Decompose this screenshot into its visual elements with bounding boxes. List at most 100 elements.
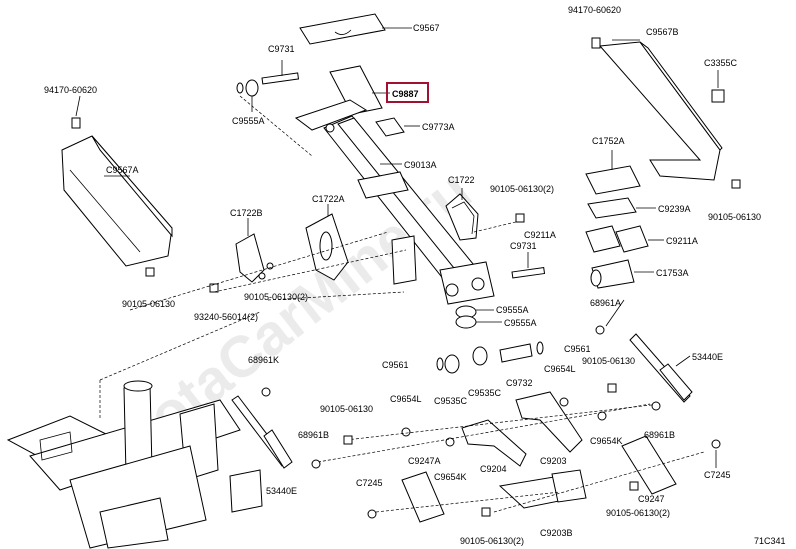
label-c1722[interactable]: C1722 — [448, 175, 475, 185]
label-c9567a[interactable]: C9567A — [106, 165, 139, 175]
label-90105-right2[interactable]: 90105-06130(2) — [490, 184, 554, 194]
bolt-c9654l[interactable] — [401, 397, 569, 437]
label-c9247a[interactable]: C9247A — [408, 456, 441, 466]
part-c9535c-2[interactable] — [472, 346, 488, 366]
part-c1753a[interactable] — [590, 259, 635, 289]
bolt-93240[interactable] — [209, 283, 219, 293]
bolt-68961b-right[interactable] — [651, 401, 661, 411]
part-c9731-mid[interactable] — [511, 266, 546, 279]
part-c1722a[interactable] — [305, 213, 349, 281]
part-c9211a-1[interactable] — [585, 225, 621, 253]
label-90105-l2[interactable]: 90105-06130 — [320, 404, 373, 414]
label-c9731-mid[interactable]: C9731 — [510, 241, 537, 251]
part-53440e-right[interactable] — [629, 333, 693, 403]
part-c9535c-1[interactable] — [444, 354, 460, 374]
label-68961b-right[interactable]: 68961B — [644, 430, 675, 440]
part-c9555a-top[interactable] — [236, 79, 259, 97]
label-c9654k-l[interactable]: C9654K — [434, 472, 467, 482]
label-c9654l-l[interactable]: C9654L — [390, 394, 422, 404]
part-c9887[interactable] — [329, 65, 383, 115]
label-c9204[interactable]: C9204 — [480, 464, 507, 474]
label-68961b-left[interactable]: 68961B — [298, 430, 329, 440]
label-c9567[interactable]: C9567 — [413, 23, 440, 33]
part-c9203[interactable] — [515, 391, 583, 453]
part-c1722[interactable] — [445, 193, 479, 241]
bolt-90105-r3[interactable] — [607, 383, 617, 393]
part-c9211a-2[interactable] — [615, 225, 649, 253]
part-c9567a[interactable] — [61, 135, 173, 267]
label-c1722a[interactable]: C1722A — [312, 194, 345, 204]
label-c9731-top[interactable]: C9731 — [268, 44, 295, 54]
label-c9555a-b2[interactable]: C9555A — [504, 318, 537, 328]
label-c1722b[interactable]: C1722B — [230, 208, 263, 218]
bolt-90105-b[interactable] — [481, 481, 639, 517]
label-93240[interactable]: 93240-56014(2) — [194, 312, 258, 322]
label-c9773a[interactable]: C9773A — [422, 122, 455, 132]
label-c3355c[interactable]: C3355C — [704, 58, 738, 68]
label-90105-mid[interactable]: 90105-06130(2) — [244, 292, 308, 302]
bolt-94170-left[interactable] — [71, 117, 81, 129]
bolt-68961b-left[interactable] — [311, 459, 321, 469]
label-c9561-left[interactable]: C9561 — [382, 360, 409, 370]
part-53440e-left[interactable] — [231, 395, 293, 469]
bolt-c9654k[interactable] — [445, 411, 607, 447]
part-c9561-left[interactable] — [436, 357, 444, 371]
label-90105-b2[interactable]: 90105-06130(2) — [606, 508, 670, 518]
label-c9247[interactable]: C9247 — [638, 494, 665, 504]
label-c9555a-top[interactable]: C9555A — [232, 116, 265, 126]
label-c9013a[interactable]: C9013A — [404, 160, 437, 170]
part-c1752a[interactable] — [585, 165, 641, 195]
label-53440e-right[interactable]: 53440E — [692, 352, 723, 362]
part-c9567b[interactable] — [598, 41, 723, 181]
label-c9203b[interactable]: C9203B — [540, 528, 573, 538]
bolt-94170-right[interactable] — [591, 37, 601, 49]
label-c9887[interactable]: C9887 — [392, 89, 419, 99]
label-c9535c-2[interactable]: C9535C — [468, 388, 502, 398]
label-94170-right[interactable]: 94170-60620 — [568, 5, 621, 15]
label-90105-b3[interactable]: 90105-06130(2) — [460, 536, 524, 546]
part-c7245-right[interactable] — [711, 439, 721, 449]
part-c9732[interactable] — [499, 343, 533, 363]
label-c9654l-r[interactable]: C9654L — [544, 364, 576, 374]
part-c9773a[interactable] — [375, 117, 405, 137]
part-c3355c[interactable] — [711, 89, 725, 103]
part-c9247a[interactable] — [401, 471, 445, 523]
label-90105-r3[interactable]: 90105-06130 — [582, 356, 635, 366]
part-c9013a-arm[interactable] — [294, 99, 495, 305]
part-c9247[interactable] — [621, 435, 677, 495]
label-c9567b[interactable]: C9567B — [646, 27, 679, 37]
label-68961a[interactable]: 68961A — [590, 298, 621, 308]
label-90105-rt[interactable]: 90105-06130 — [708, 212, 761, 222]
label-c9211a-1[interactable]: C9211A — [524, 230, 556, 240]
bolt-90105-left[interactable] — [145, 267, 155, 277]
bolt-90105-right2[interactable] — [515, 213, 525, 223]
label-c7245-right[interactable]: C7245 — [704, 470, 731, 480]
label-90105-left[interactable]: 90105-06130 — [122, 299, 175, 309]
label-c9535c-1[interactable]: C9535C — [434, 396, 468, 406]
label-68961k[interactable]: 68961K — [248, 355, 279, 365]
label-c9561-right[interactable]: C9561 — [564, 344, 591, 354]
part-c7245-left[interactable] — [367, 509, 377, 519]
label-c1752a[interactable]: C1752A — [592, 136, 625, 146]
part-c9555a-bottom[interactable] — [455, 305, 477, 329]
label-53440e-left[interactable]: 53440E — [266, 486, 297, 496]
label-c9555a-b1[interactable]: C9555A — [496, 305, 529, 315]
bolt-68961k[interactable] — [261, 387, 271, 397]
frame-assembly[interactable] — [6, 380, 263, 549]
bolt-90105-rt[interactable] — [731, 179, 741, 189]
part-c9203b[interactable] — [498, 469, 587, 509]
part-c9731-top[interactable] — [261, 72, 300, 85]
label-c9203[interactable]: C9203 — [540, 456, 567, 466]
label-c1753a[interactable]: C1753A — [656, 268, 689, 278]
part-c1722b[interactable] — [235, 233, 265, 283]
label-c7245-left[interactable]: C7245 — [356, 478, 383, 488]
part-c9561-right[interactable] — [536, 341, 544, 355]
label-c9211a-2[interactable]: C9211A — [666, 236, 698, 246]
label-c9239a[interactable]: C9239A — [658, 204, 691, 214]
label-94170-left[interactable]: 94170-60620 — [44, 85, 97, 95]
part-c9204[interactable] — [461, 419, 527, 467]
label-c9732[interactable]: C9732 — [506, 378, 533, 388]
label-c9654k-r[interactable]: C9654K — [590, 436, 623, 446]
part-c9239a[interactable] — [587, 197, 637, 219]
part-c9567[interactable] — [299, 13, 386, 45]
